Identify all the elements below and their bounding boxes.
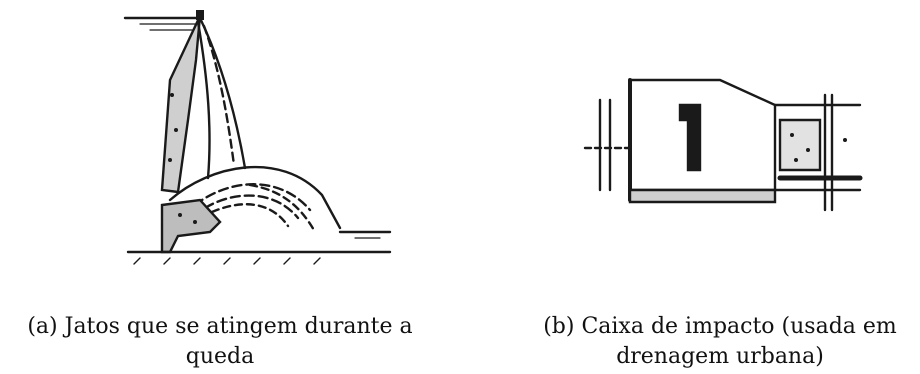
caption-b-line2: drenagem urbana) bbox=[616, 344, 824, 369]
wall-dot bbox=[170, 93, 174, 97]
caption-b-line1: (b) Caixa de impacto (usada em bbox=[543, 314, 897, 339]
crest-block bbox=[196, 10, 204, 20]
figure-b-impact-box-drawing bbox=[570, 60, 870, 290]
outlet-dot bbox=[843, 138, 847, 142]
figure-a-svg bbox=[123, 10, 392, 265]
baffle bbox=[678, 103, 702, 172]
jet-center-line bbox=[202, 24, 236, 167]
outlet-dot bbox=[790, 133, 794, 137]
wall-dot bbox=[168, 158, 172, 162]
caption-a-line1: (a) Jatos que se atingem durante a bbox=[27, 314, 413, 339]
caption-b: (b) Caixa de impacto (usada em drenagem … bbox=[520, 312, 920, 372]
outlet-fill bbox=[778, 118, 822, 172]
water-hatching bbox=[139, 23, 196, 31]
splash-outer bbox=[168, 165, 342, 230]
splash-curve-3 bbox=[210, 203, 290, 228]
splash-curve-1 bbox=[193, 183, 312, 212]
outlet-dot bbox=[794, 158, 798, 162]
jet-inner-line bbox=[196, 20, 211, 180]
block-dot bbox=[178, 213, 182, 217]
bottom-slab bbox=[628, 188, 777, 204]
outlet-dot bbox=[806, 148, 810, 152]
box-outline bbox=[628, 78, 777, 192]
splash-curve-2 bbox=[203, 194, 300, 220]
caption-a: (a) Jatos que se atingem durante a queda bbox=[0, 312, 440, 372]
wall-dot bbox=[174, 128, 178, 132]
splash-curve-4 bbox=[248, 183, 317, 234]
tall-wall bbox=[160, 15, 202, 194]
block-dot bbox=[193, 220, 197, 224]
caption-a-line2: queda bbox=[185, 344, 255, 369]
figure-b-svg bbox=[583, 78, 863, 212]
ground-hatching bbox=[133, 257, 321, 265]
lower-block bbox=[160, 198, 222, 254]
figure-a-jets-drawing bbox=[100, 0, 410, 280]
